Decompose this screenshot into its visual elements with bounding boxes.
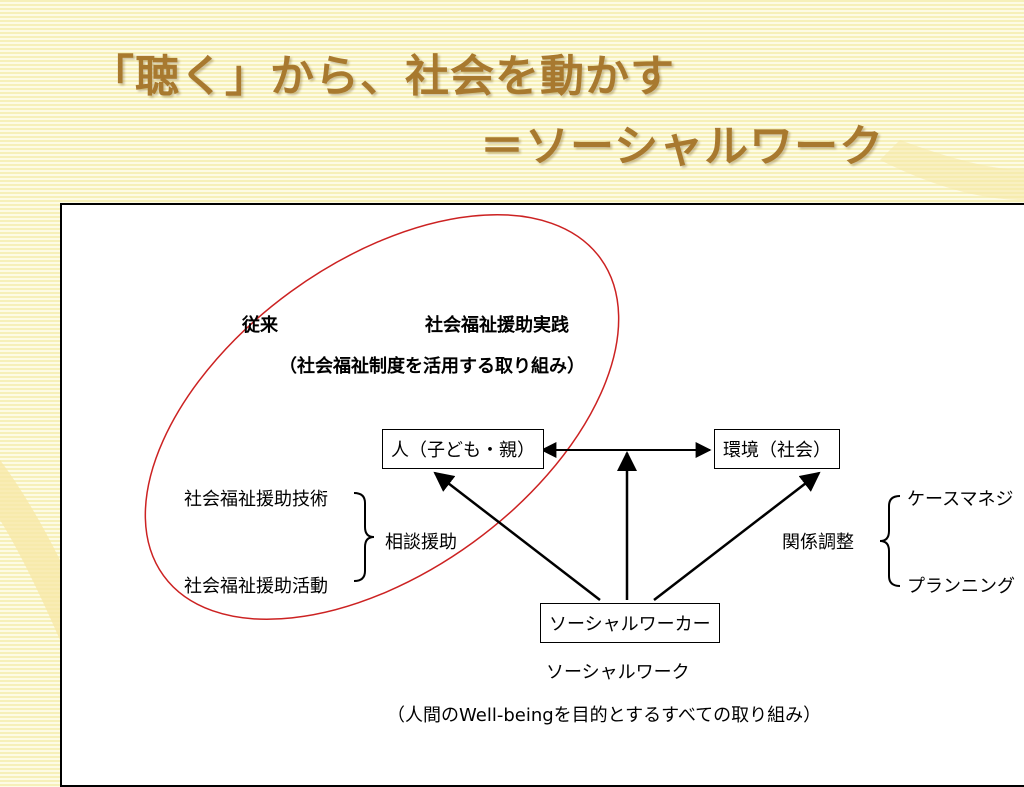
traditional-scope-ellipse <box>144 213 620 621</box>
relationship-label: 関係調整 <box>782 532 854 553</box>
social-work-note: （人間のWell-beingを目的とするすべての取り組み） <box>387 705 822 726</box>
environment-box: 環境（社会） <box>714 429 840 469</box>
slide-title-line2: ＝ソーシャルワーク <box>480 121 885 172</box>
planning-label: プランニング <box>907 576 1015 597</box>
diagram-lines <box>144 213 901 621</box>
person-box: 人（子ども・親） <box>382 429 544 469</box>
diagram-panel: 従来 社会福祉援助実践 （社会福祉制度を活用する取り組み） 人（子ども・親） 環… <box>60 203 1024 787</box>
worker-to-person-arrow <box>433 471 601 601</box>
activity-label: 社会福祉援助活動 <box>184 576 328 597</box>
practice-note: （社会福祉制度を活用する取り組み） <box>279 356 585 377</box>
traditional-label: 従来 <box>242 315 278 336</box>
case-management-label: ケースマネジ <box>907 489 1014 510</box>
social-work-label: ソーシャルワーク <box>546 662 690 683</box>
consultation-label: 相談援助 <box>385 532 457 553</box>
consultation-brace <box>353 492 375 582</box>
slide-title-line1: 「聴く」から、社会を動かす <box>90 51 675 102</box>
practice-label: 社会福祉援助実践 <box>425 315 569 336</box>
worker-to-environment-arrow <box>653 471 821 601</box>
social-worker-box: ソーシャルワーカー <box>540 603 720 643</box>
relationship-brace <box>879 495 901 587</box>
technique-label: 社会福祉援助技術 <box>184 489 328 510</box>
